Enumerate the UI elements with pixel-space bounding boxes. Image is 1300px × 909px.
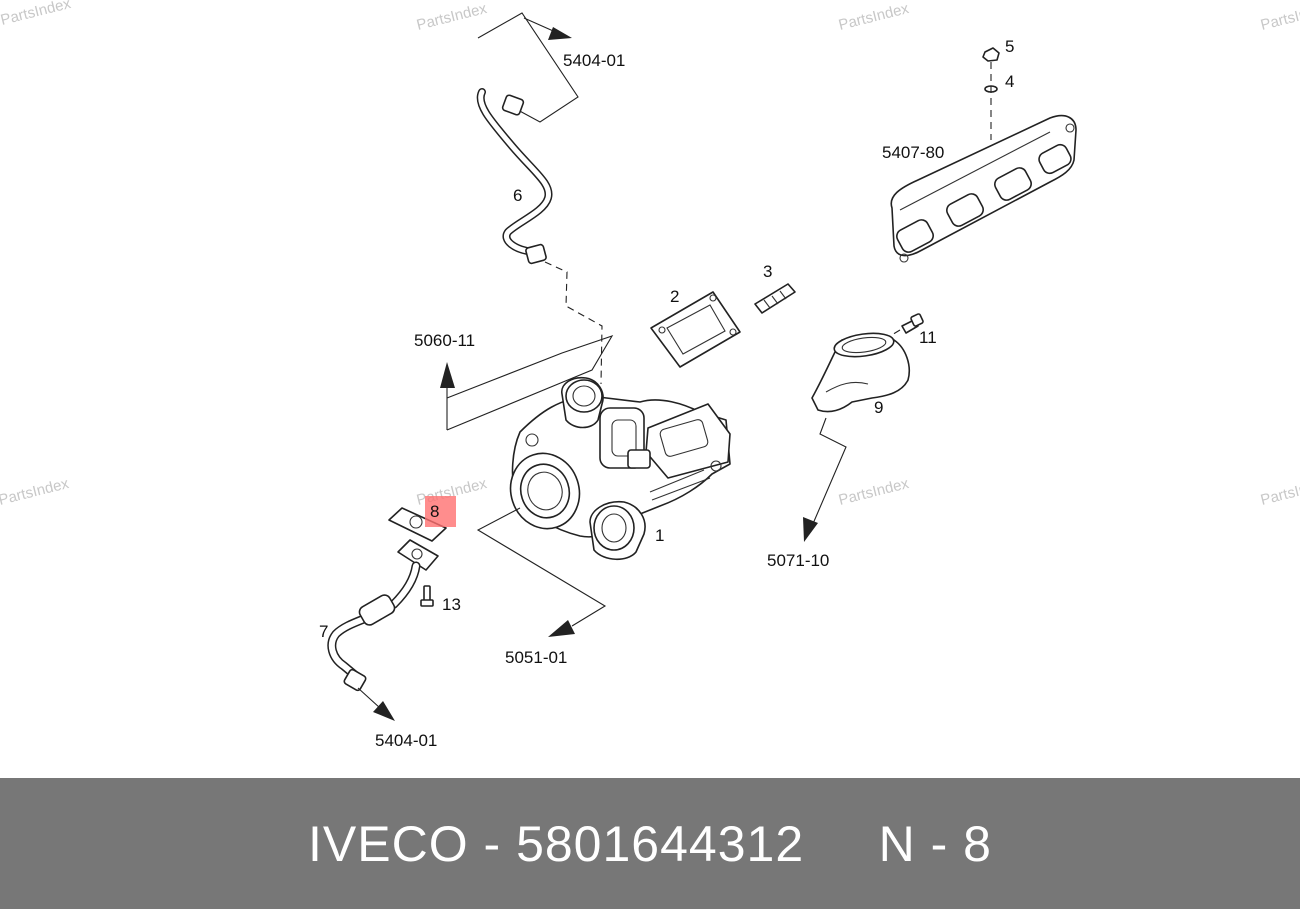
position-prefix: N — [878, 815, 916, 872]
highlight-marker — [425, 496, 456, 527]
oil-feed-pipe[interactable] — [476, 88, 553, 265]
ref-label-5051[interactable]: 5051-01 — [505, 648, 567, 667]
ref-label-5407[interactable]: 5407-80 — [882, 143, 944, 162]
exhaust-manifold[interactable] — [890, 114, 1077, 263]
callout-7[interactable]: 7 — [319, 622, 328, 641]
parts-diagram: PartsIndex PartsIndex PartsIndex PartsIn… — [0, 0, 1300, 750]
callout-3[interactable]: 3 — [763, 262, 772, 281]
watermark: PartsIndex — [0, 475, 71, 509]
stud-3[interactable] — [754, 283, 796, 314]
gasket-2[interactable] — [650, 291, 741, 368]
ref-label-5404-bottom[interactable]: 5404-01 — [375, 731, 437, 750]
ref-label-5060[interactable]: 5060-11 — [414, 331, 475, 350]
reference-arrow-5060 — [440, 335, 614, 431]
bolt-11[interactable] — [901, 313, 924, 334]
callout-6[interactable]: 6 — [513, 186, 522, 205]
position-number: 8 — [963, 815, 992, 872]
reference-arrow-5404-top — [477, 12, 579, 123]
separator: - — [915, 815, 964, 872]
part-info-banner: IVECO - 5801644312 N - 8 — [0, 778, 1300, 909]
ref-label-5071[interactable]: 5071-10 — [767, 551, 829, 570]
watermark: PartsIndex — [1259, 0, 1300, 34]
callout-11[interactable]: 11 — [919, 328, 937, 347]
ref-label-5404-top[interactable]: 5404-01 — [563, 51, 625, 70]
callout-1[interactable]: 1 — [655, 526, 664, 545]
callout-13[interactable]: 13 — [442, 595, 461, 614]
elbow-9[interactable] — [811, 330, 910, 413]
watermark: PartsIndex — [837, 0, 911, 34]
watermark: PartsIndex — [415, 0, 489, 34]
spacer — [804, 816, 878, 872]
watermark: PartsIndex — [837, 475, 911, 509]
reference-arrow-5051 — [476, 507, 607, 637]
watermark: PartsIndex — [1259, 475, 1300, 509]
reference-arrow-5071 — [803, 417, 847, 542]
part-info-text: IVECO - 5801644312 N - 8 — [308, 815, 992, 873]
callout-9[interactable]: 9 — [874, 398, 883, 417]
gasket-8[interactable] — [388, 496, 456, 542]
screw-13[interactable] — [420, 585, 434, 607]
nut-5[interactable] — [982, 47, 1000, 62]
callout-8[interactable]: 8 — [430, 502, 439, 521]
dashed-leader-6 — [544, 261, 603, 385]
callout-2[interactable]: 2 — [670, 287, 679, 306]
part-number: 5801644312 — [516, 815, 805, 872]
brand-name: IVECO — [308, 815, 469, 872]
oil-return-pipe[interactable] — [327, 539, 439, 692]
callout-5[interactable]: 5 — [1005, 37, 1014, 56]
watermark: PartsIndex — [0, 0, 73, 29]
callout-4[interactable]: 4 — [1005, 72, 1014, 91]
separator: - — [468, 815, 517, 872]
reference-arrow-5404-bottom — [357, 687, 395, 721]
turbocharger-1[interactable] — [501, 376, 731, 561]
dashed-leader-11 — [879, 329, 901, 343]
